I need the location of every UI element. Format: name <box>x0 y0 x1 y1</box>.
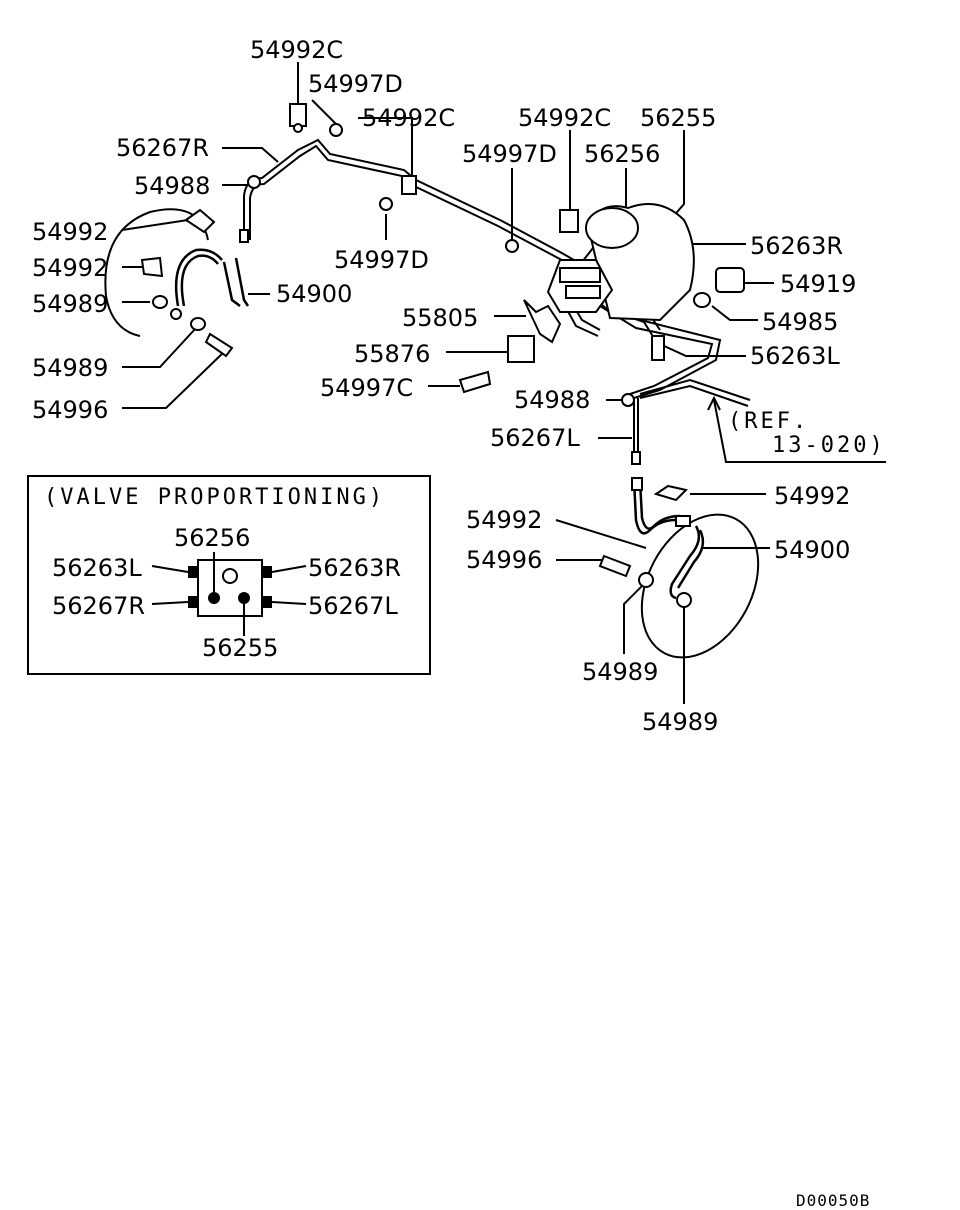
label-54992c-third: 54992C <box>518 104 611 132</box>
label-56267r: 56267R <box>116 134 209 162</box>
inset-label-56267r: 56267R <box>52 592 145 620</box>
label-54988-left: 54988 <box>134 172 210 200</box>
inset-title: (VALVE PROPORTIONING) <box>44 485 385 510</box>
label-ref-line1: (REF. <box>728 409 809 434</box>
inset-label-56267l: 56267L <box>308 592 398 620</box>
label-54992-a: 54992 <box>32 218 108 246</box>
valve-proportioning-inset: (VALVE PROPORTIONING) 56256 56263L 56263… <box>27 475 431 675</box>
diagram-code: D00050B <box>796 1191 870 1210</box>
label-54988-right: 54988 <box>514 386 590 414</box>
label-54997d-middle: 54997D <box>334 246 429 274</box>
brake-hose-left <box>170 229 250 320</box>
label-54997c: 54997C <box>320 374 413 402</box>
small-parts <box>140 103 745 608</box>
label-54996-left: 54996 <box>32 396 108 424</box>
label-54989-a: 54989 <box>32 290 108 318</box>
label-54992-d: 54992 <box>466 506 542 534</box>
inset-label-56255: 56255 <box>202 634 278 662</box>
label-54900-left: 54900 <box>276 280 352 308</box>
label-54900-right: 54900 <box>774 536 850 564</box>
label-56263r: 56263R <box>750 232 843 260</box>
label-54992-c: 54992 <box>774 482 850 510</box>
label-55876: 55876 <box>354 340 430 368</box>
label-54996-right: 54996 <box>466 546 542 574</box>
label-54992c-second: 54992C <box>362 104 455 132</box>
label-54992-b: 54992 <box>32 254 108 282</box>
brake-booster <box>546 203 695 322</box>
label-54989-d: 54989 <box>642 708 718 736</box>
label-54992c-top: 54992C <box>250 36 343 64</box>
label-54997d-top: 54997D <box>308 70 403 98</box>
label-54989-b: 54989 <box>32 354 108 382</box>
label-56263l: 56263L <box>750 342 840 370</box>
label-ref-line2: 13-020) <box>772 433 886 458</box>
brake-hose-right <box>631 477 705 600</box>
label-56267l: 56267L <box>490 424 580 452</box>
label-54997d-right: 54997D <box>462 140 557 168</box>
label-55805: 55805 <box>402 304 478 332</box>
inset-label-56263l: 56263L <box>52 554 142 582</box>
label-54985: 54985 <box>762 308 838 336</box>
label-56256: 56256 <box>584 140 660 168</box>
inset-label-56263r: 56263R <box>308 554 401 582</box>
inset-label-56256: 56256 <box>174 524 250 552</box>
part-labels: 54992C 54997D 54992C 56267R 54988 54992 … <box>32 36 886 736</box>
label-54919: 54919 <box>780 270 856 298</box>
label-54989-c: 54989 <box>582 658 658 686</box>
label-56255: 56255 <box>640 104 716 132</box>
